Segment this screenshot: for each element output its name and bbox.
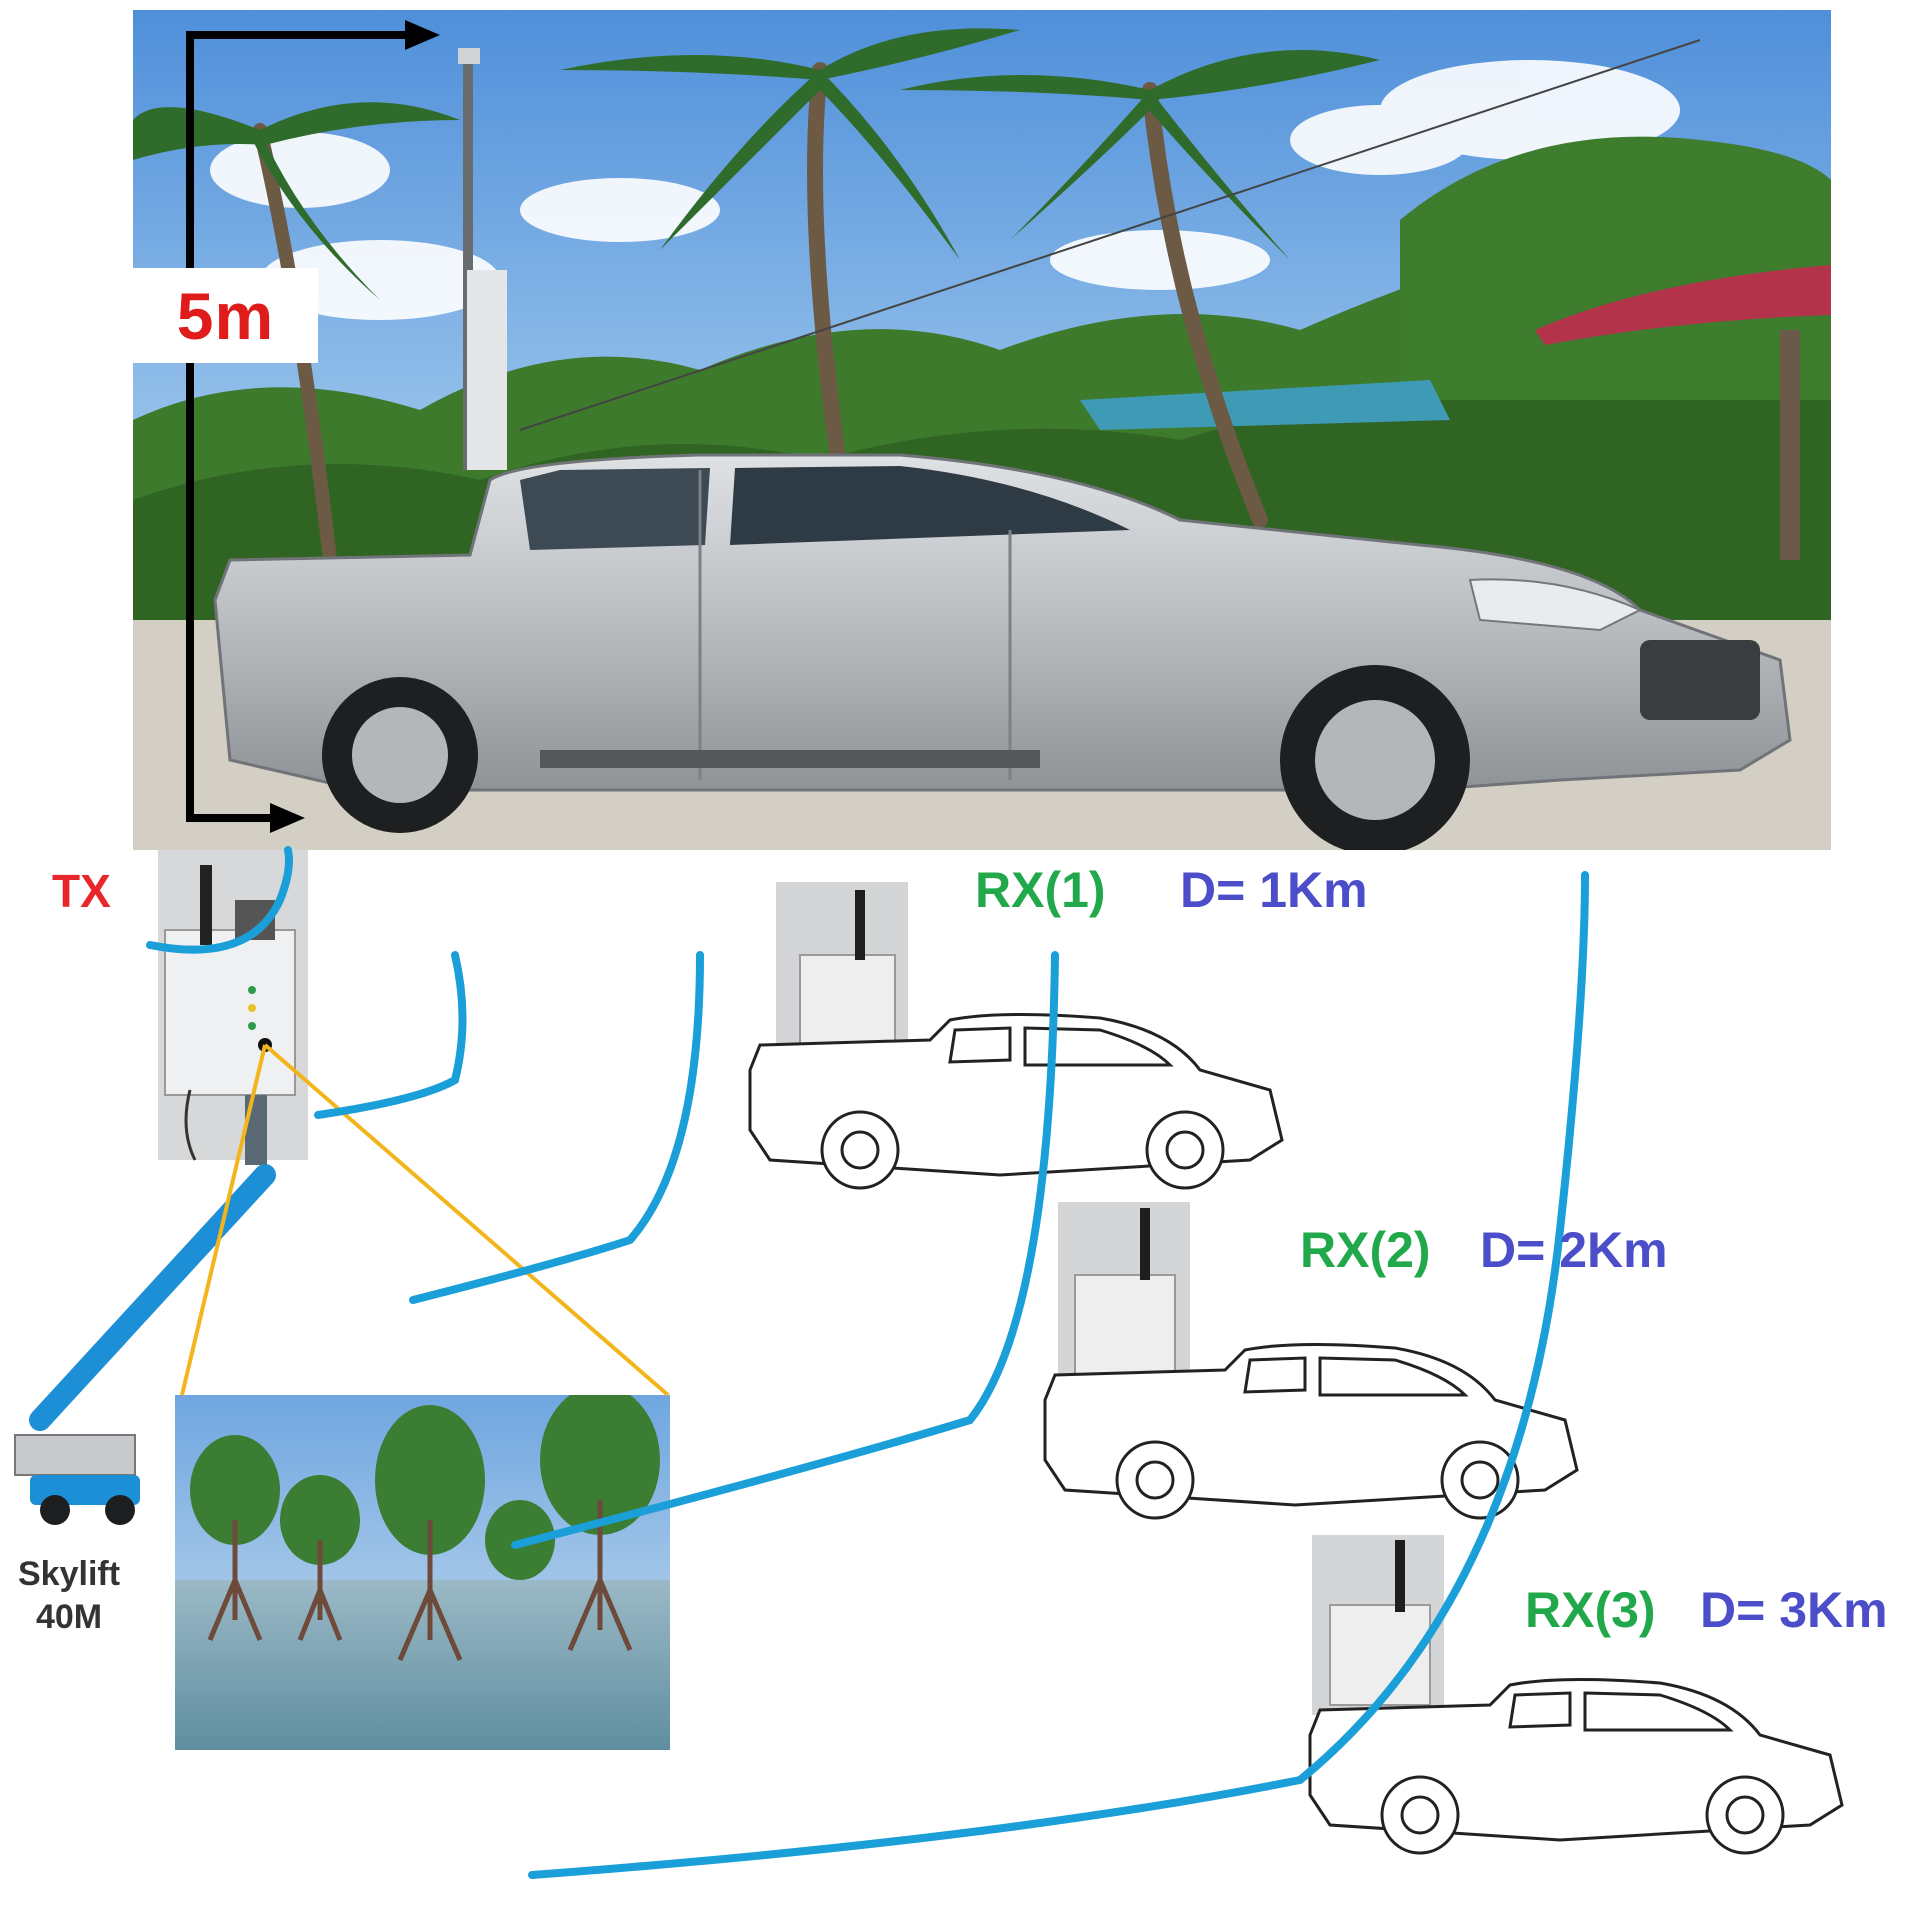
antenna-mast-icon	[458, 39, 1701, 470]
pickup-truck-icon	[1043, 1342, 1579, 1520]
pickup-truck-icon	[748, 1012, 1284, 1190]
mangrove-forest-icon	[175, 1395, 670, 1750]
pickup-truck-icon	[1308, 1677, 1844, 1855]
cloud-icon	[210, 60, 1680, 320]
callout-lines	[180, 1043, 670, 1397]
rx3-label: RX(3)	[1525, 1582, 1656, 1638]
skylift-crane-icon	[14, 1164, 276, 1525]
signal-wave-4	[511, 951, 1059, 1549]
house-roof-icon	[1080, 265, 1831, 560]
signal-wave-5	[528, 871, 1589, 1879]
rx3-distance: D= 3Km	[1700, 1582, 1888, 1638]
tx-label: TX	[52, 865, 111, 917]
rx2-label: RX(2)	[1300, 1222, 1431, 1278]
skylift-label-line2: 40M	[35, 1597, 103, 1636]
height-label: 5m	[133, 268, 318, 363]
pickup-truck-icon	[213, 453, 1792, 850]
receiver-3	[1308, 1535, 1844, 1855]
rx1-distance: D= 1Km	[1180, 862, 1368, 918]
skylift-label: Skylift 40M	[18, 1553, 120, 1638]
transmitter-box-icon	[158, 850, 308, 1165]
height-arrow	[186, 20, 440, 833]
site-photo	[133, 10, 1831, 850]
signal-wave-1	[146, 846, 293, 954]
receiver-2	[1043, 1202, 1579, 1520]
signal-wave-3	[409, 951, 704, 1304]
rx1-label: RX(1)	[975, 862, 1106, 918]
signal-wavefronts	[146, 846, 1589, 1879]
rx2-distance: D= 2Km	[1480, 1222, 1668, 1278]
palm-tree-icon	[133, 28, 1380, 608]
receiver-1	[748, 882, 1284, 1190]
skylift-label-line1: Skylift	[18, 1555, 121, 1593]
signal-wave-2	[314, 951, 467, 1119]
